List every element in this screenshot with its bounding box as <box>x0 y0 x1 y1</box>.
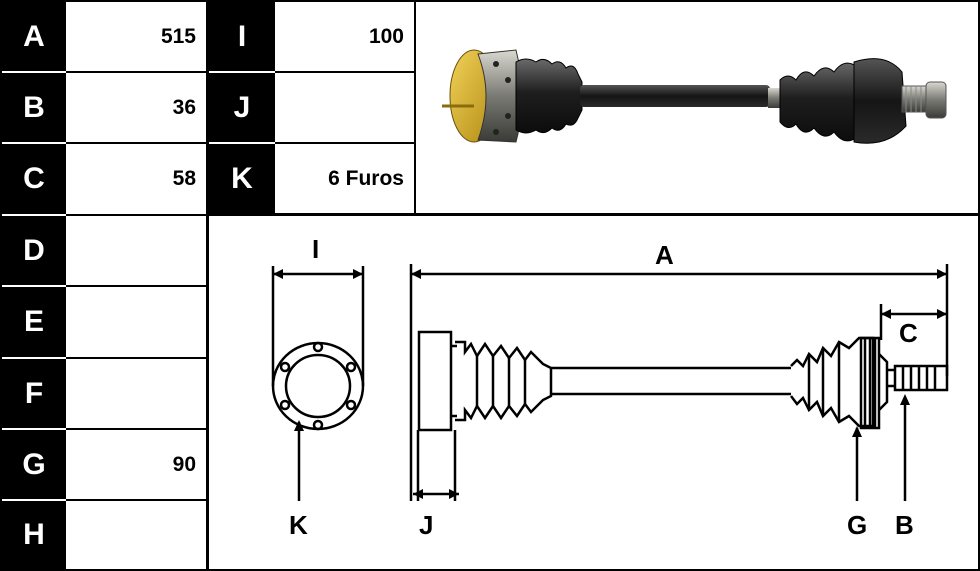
row-e-letter: E <box>2 287 66 357</box>
row-i-value: 100 <box>368 24 404 48</box>
diagram-label-g: G <box>847 510 867 540</box>
row-h-value <box>66 501 206 569</box>
dimension-diagram: I A C K J G B <box>271 234 949 540</box>
row-b-letter: B <box>2 73 66 142</box>
row-a-value: 515 <box>160 24 196 48</box>
row-b-value: 36 <box>172 95 196 119</box>
row-d-letter: D <box>2 216 66 285</box>
row-d-value <box>66 216 206 285</box>
row-a-letter: A <box>2 2 66 71</box>
row-c-letter: C <box>2 144 66 214</box>
diagram-label-a: A <box>655 240 674 270</box>
row-i-letter: I <box>209 2 275 71</box>
diagram-label-k: K <box>289 510 308 540</box>
diagram-label-b: B <box>895 510 914 540</box>
row-g-value: 90 <box>172 452 196 476</box>
row-h-letter: H <box>2 501 66 569</box>
row-k-value: 6 Furos <box>328 167 404 190</box>
drive-shaft-photo <box>442 49 947 144</box>
row-e-value <box>66 287 206 357</box>
diagram-label-i: I <box>312 234 319 264</box>
row-f-letter: F <box>2 359 66 428</box>
row-j-letter: J <box>209 73 275 142</box>
row-c-value: 58 <box>172 167 196 190</box>
row-k-letter: K <box>209 144 275 214</box>
row-f-value <box>66 359 206 428</box>
diagram-label-c: C <box>899 318 918 348</box>
row-g-letter: G <box>2 430 66 499</box>
row-j-value <box>275 73 414 142</box>
diagram-label-j: J <box>419 510 433 540</box>
